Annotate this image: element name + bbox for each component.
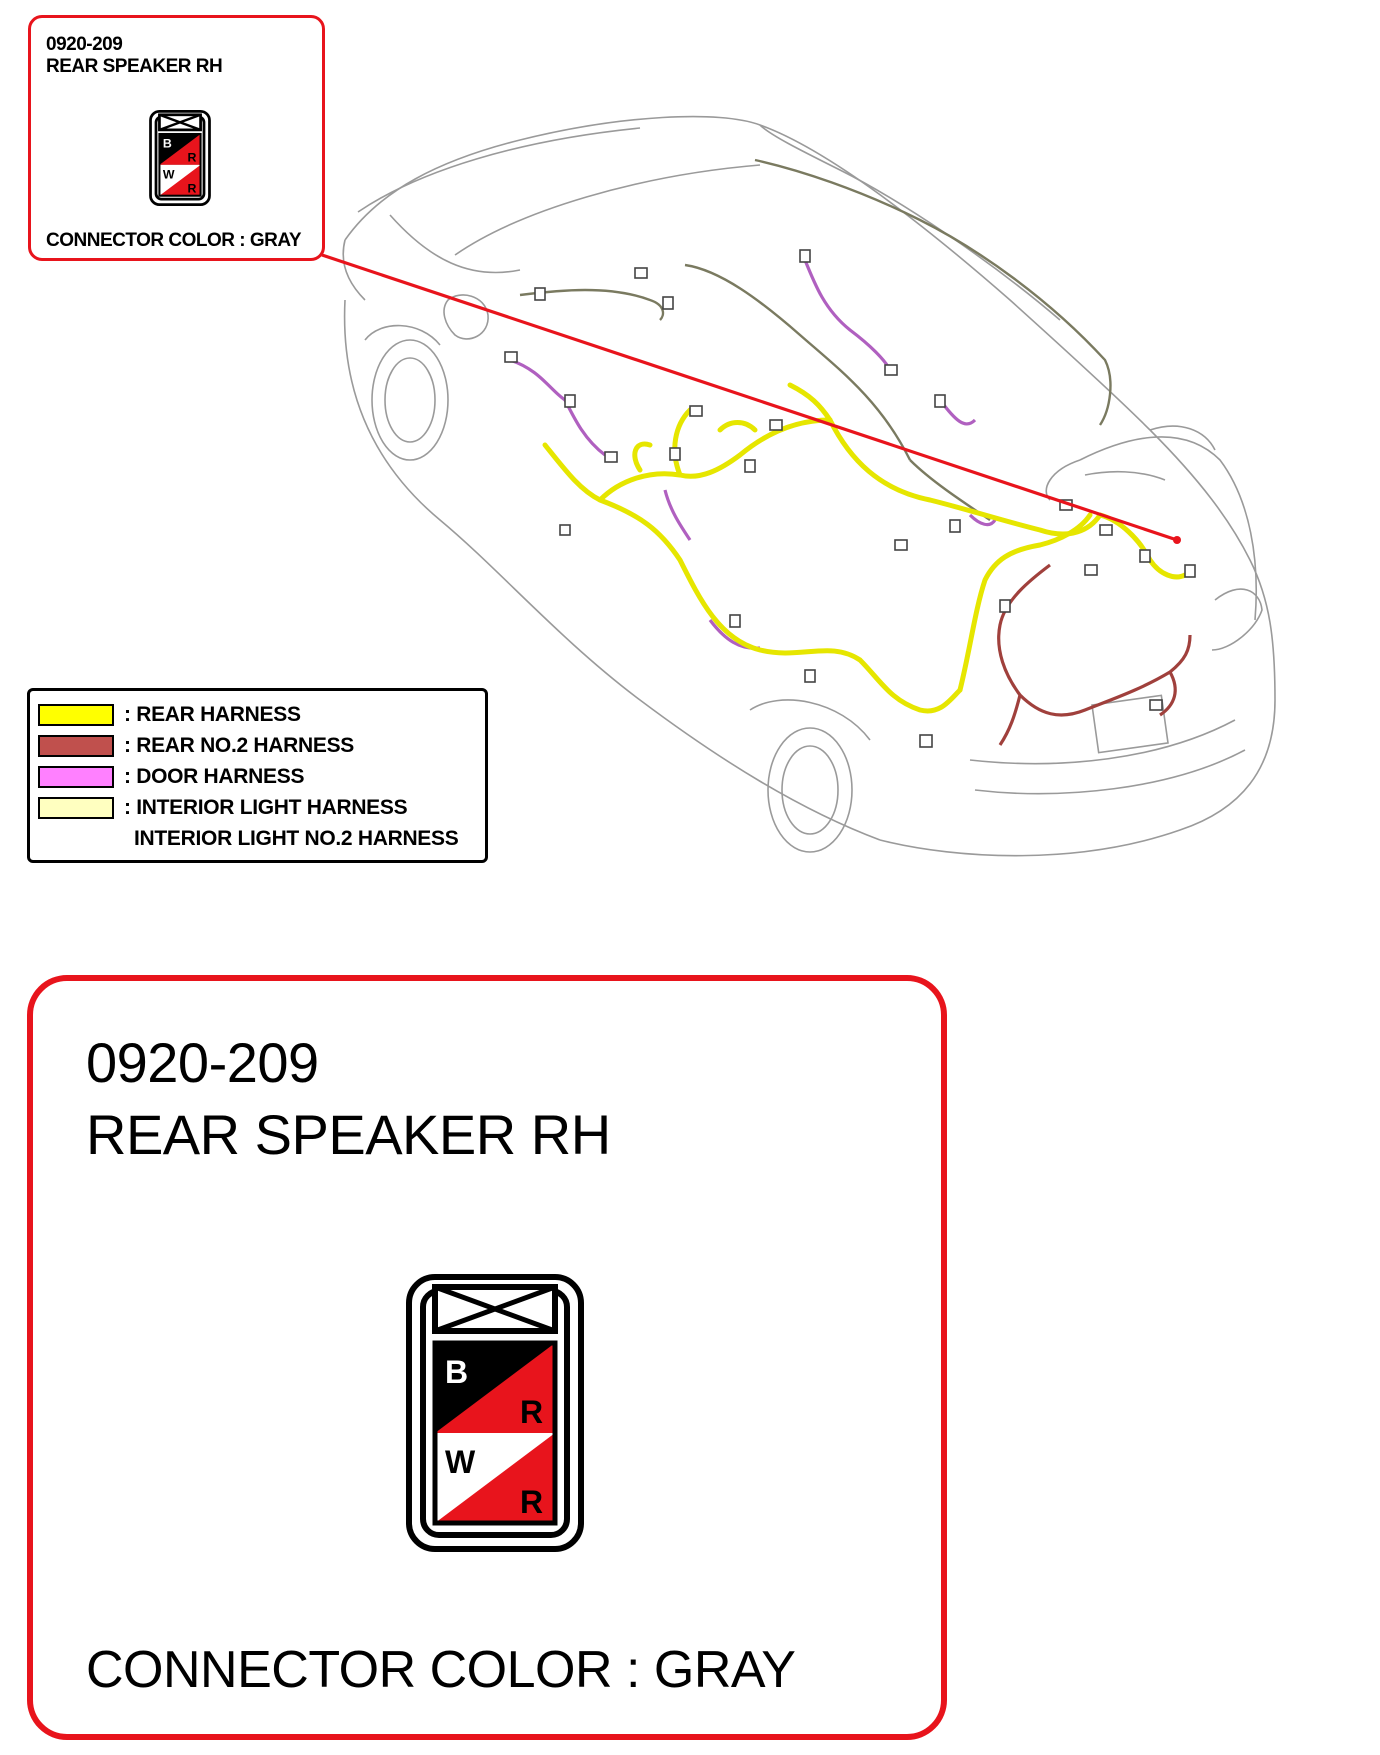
connector-code-small: 0920-209 [46,34,123,55]
legend-swatch [38,735,114,757]
legend-label: : DOOR HARNESS [124,765,305,788]
pin-1-right-small: R [188,150,197,164]
connector-color-small: CONNECTOR COLOR : GRAY [46,230,302,251]
pin-2-left-small: W [163,168,175,182]
legend-swatch [38,766,114,788]
legend-item-door-harness: : DOOR HARNESS [38,763,304,791]
legend-label: : INTERIOR LIGHT HARNESS [124,796,408,819]
legend-swatch [38,797,114,819]
callout-leader-line [321,253,1178,542]
harness-legend: : REAR HARNESS : REAR NO.2 HARNESS : DOO… [27,688,488,863]
connector-face-icon-large: B R W R [406,1274,584,1552]
legend-label: : REAR HARNESS [124,703,301,726]
pin-1-left-large: B [445,1354,468,1390]
interior-light-harness-wires [519,158,1112,521]
legend-item-interior-light-harness: : INTERIOR LIGHT HARNESS [38,794,408,822]
pin-2-right-small: R [188,181,197,195]
rear-no2-harness-wires [997,563,1192,746]
connector-callout-small [28,15,325,261]
connector-face-icon-small: B R W R [149,110,211,206]
legend-swatch [38,704,114,726]
legend-label: INTERIOR LIGHT NO.2 HARNESS [134,827,459,850]
connector-code-large: 0920-209 [86,1031,319,1094]
connector-color-large: CONNECTOR COLOR : GRAY [86,1641,796,1699]
connector-name-small: REAR SPEAKER RH [46,56,223,77]
pin-2-right-large: R [520,1484,543,1520]
harness-connectors [504,249,1196,748]
rear-harness-wires [542,382,1188,714]
connector-name-large: REAR SPEAKER RH [86,1103,611,1166]
legend-item-rear-harness: : REAR HARNESS [38,701,301,729]
callout-target-dot [1173,536,1181,544]
legend-item-interior-light-no2-harness: INTERIOR LIGHT NO.2 HARNESS [134,825,459,853]
pin-1-right-large: R [520,1394,543,1430]
car-body-outline [342,115,1276,857]
pin-2-left-large: W [445,1444,476,1480]
pin-1-left-small: B [163,137,172,151]
legend-label: : REAR NO.2 HARNESS [124,734,354,757]
legend-item-rear-no2-harness: : REAR NO.2 HARNESS [38,732,354,760]
connector-callout-large [27,975,947,1740]
